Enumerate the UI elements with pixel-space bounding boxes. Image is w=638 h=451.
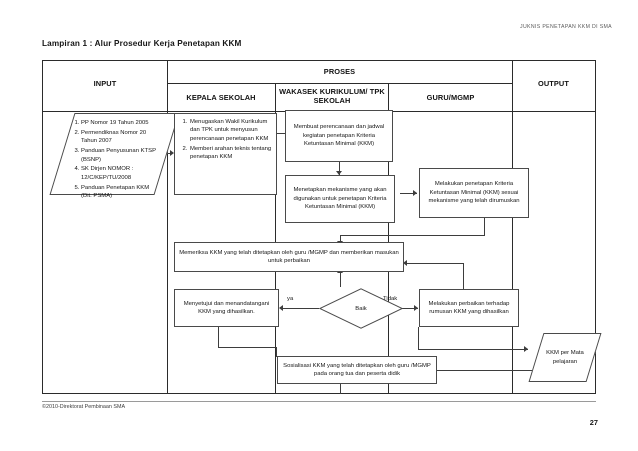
decision-diamond-shape <box>319 288 403 329</box>
input-item: Permendiknas Nomor 20 Tahun 2007 <box>81 129 161 146</box>
page-title: Lampiran 1 : Alur Prosedur Kerja Penetap… <box>42 39 242 48</box>
kepala-sekolah-node: Menugaskan Wakil Kurikulum dan TPK untuk… <box>174 113 277 195</box>
review-node: Memeriksa KKM yang telah ditetapkan oleh… <box>174 242 404 272</box>
arrowhead-decision-tidak <box>414 305 418 311</box>
connector-guru-down-to-output <box>418 327 419 349</box>
column-header-output: OUTPUT <box>538 79 569 88</box>
wakasek-node-2: Menetapkan mekanisme yang akan digunakan… <box>285 175 395 223</box>
connector-guru-down <box>484 218 485 235</box>
connector-revise-to-review <box>407 263 464 264</box>
decision-node: Baik <box>319 288 403 329</box>
column-header-guru-mgmp: GURU/MGMP <box>426 93 475 102</box>
kepala-sekolah-item: Memberi arahan teknis tentang penetapan … <box>189 145 272 162</box>
connector-revise-up <box>463 263 464 290</box>
column-divider-input-proses <box>167 61 168 393</box>
column-header-wakasek: WAKASEK KURIKULUM/ TPK SEKOLAH <box>279 87 385 106</box>
connector-into-review-vertical <box>340 235 341 244</box>
guru-mgmp-node-1: Melakukan penetapan Kriteria Ketuntasan … <box>419 168 529 218</box>
input-item: Panduan Penetapan KKM (Dit. PSMA) <box>81 184 161 201</box>
input-node: PP Nomor 19 Tahun 2005 Permendiknas Nomo… <box>62 116 165 199</box>
page-number: 27 <box>589 418 598 427</box>
kepala-sekolah-item: Menugaskan Wakil Kurikulum dan TPK untuk… <box>189 118 272 143</box>
kepala-sekolah-list: Menugaskan Wakil Kurikulum dan TPK untuk… <box>178 118 272 161</box>
edge-label-tidak: Tidak <box>383 296 398 302</box>
arrowhead-wakasek2-to-guru <box>413 190 417 196</box>
output-node: KKM per Mata pelajaran <box>546 350 584 365</box>
running-header: JUKNIS PENETAPAN KKM DI SMA <box>520 24 612 30</box>
connector-approve-down <box>218 327 219 347</box>
input-node-list: PP Nomor 19 Tahun 2005 Permendiknas Nomo… <box>70 119 161 200</box>
arrowhead-input-to-kepala <box>170 150 174 156</box>
footer-copyright: ©2010-Direktorat Pembinaan SMA <box>42 404 126 410</box>
decision-label: Baik <box>355 305 367 312</box>
connector-approve-to-socialize <box>218 347 276 348</box>
connector-socialize-entry <box>276 347 277 357</box>
footer-divider <box>42 401 596 402</box>
input-item: Panduan Penyusunan KTSP (BSNP) <box>81 147 161 164</box>
arrowhead-decision-ya <box>279 305 283 311</box>
column-header-proses: PROSES <box>323 67 356 76</box>
proses-header-rule <box>167 83 512 84</box>
approve-node: Menyetujui dan menandatangani KKM yang d… <box>174 289 279 327</box>
socialize-node: Sosialisasi KKM yang telah ditetapkan ol… <box>277 356 437 384</box>
connector-to-output <box>418 349 528 350</box>
column-divider-kepala-wakasek <box>275 83 276 393</box>
connector-socialize-bottom-stub <box>340 383 341 394</box>
column-header-input: INPUT <box>93 79 117 88</box>
arrowhead-wakasek1-to-wakasek2 <box>336 171 342 175</box>
arrowhead-revise-to-review <box>403 260 407 266</box>
edge-label-ya: ya <box>287 296 294 302</box>
input-item: SK Dirjen NOMOR : 12/C/KEP/TU/2008 <box>81 165 161 182</box>
column-header-kepala-sekolah: KEPALA SEKOLAH <box>186 93 256 102</box>
column-divider-proses-output <box>512 61 513 393</box>
input-item: PP Nomor 19 Tahun 2005 <box>81 119 161 127</box>
connector-output-to-socialize <box>397 370 532 371</box>
connector-wakasek1-to-wakasek2 <box>339 162 340 175</box>
revise-node: Melakukan perbaikan terhadap rumusan KKM… <box>419 289 519 327</box>
arrowhead-to-output <box>524 346 528 352</box>
connector-review-to-decision <box>340 271 341 287</box>
connector-guru-to-review-horizontal <box>340 235 485 236</box>
wakasek-node-1: Membuat perencanaan dan jadwal kegiatan … <box>285 110 393 162</box>
connector-wakasek2-to-guru <box>400 193 417 194</box>
column-divider-wakasek-guru <box>388 83 389 393</box>
connector-decision-ya <box>283 308 319 309</box>
